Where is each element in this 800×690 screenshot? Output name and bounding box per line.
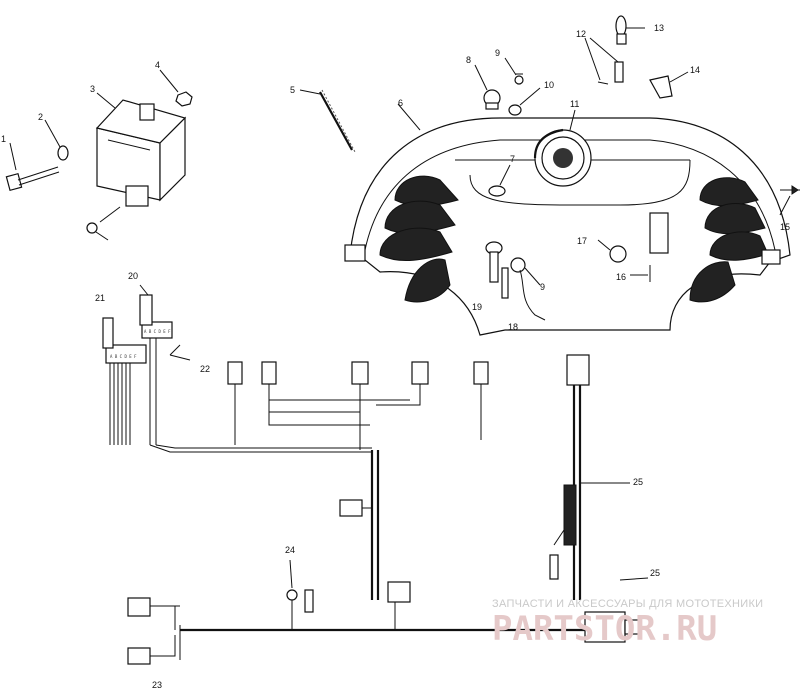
callout-14: 14 [690, 65, 700, 75]
watermark: ЗАПЧАСТИ И АКСЕССУАРЫ ДЛЯ МОТОТЕХНИКИ PA… [492, 598, 763, 649]
voltage-regulator-group [5, 69, 193, 241]
callout-20: 20 [128, 271, 138, 281]
callout-5: 5 [290, 85, 295, 95]
callout-10: 10 [544, 80, 554, 90]
callout-2: 2 [38, 112, 43, 122]
callout-16: 16 [616, 272, 626, 282]
callout-6: 6 [398, 98, 403, 108]
dash-switch-parts [474, 15, 800, 321]
dash-pod-housing [344, 103, 791, 336]
ring-terminal [86, 206, 121, 241]
bolt-part [5, 166, 60, 192]
callout-15: 15 [780, 222, 790, 232]
callout-22: 22 [200, 364, 210, 374]
callout-labels: 1 2 3 4 5 6 7 8 9 9 10 11 12 13 14 15 16… [1, 23, 790, 690]
cable-tie-part [299, 89, 356, 153]
callout-13: 13 [654, 23, 664, 33]
callout-7: 7 [510, 154, 515, 164]
connector-pin-labels: A B C D E F [110, 354, 137, 359]
wiring-harness: A B C D E F A B C D E F [102, 284, 649, 665]
callout-21: 21 [95, 293, 105, 303]
switch-pin-labels: A B C D E F [144, 329, 171, 334]
regulator-body [95, 99, 187, 207]
nut-part [175, 91, 193, 107]
callout-1: 1 [1, 134, 6, 144]
callout-25-lower: 25 [650, 568, 660, 578]
callout-25-upper: 25 [633, 477, 643, 487]
callout-17: 17 [577, 236, 587, 246]
watermark-logo: PARTSTOR.RU [492, 609, 717, 649]
callout-8: 8 [466, 55, 471, 65]
callout-4: 4 [155, 60, 160, 70]
callout-3: 3 [90, 84, 95, 94]
speedometer-gauge [533, 109, 592, 187]
callout-12: 12 [576, 29, 586, 39]
washer-part [57, 145, 69, 161]
callout-23: 23 [152, 680, 162, 690]
callout-9-bottom: 9 [540, 282, 545, 292]
callout-19: 19 [472, 302, 482, 312]
callout-11: 11 [570, 99, 579, 109]
callout-9-top: 9 [495, 48, 500, 58]
callout-24: 24 [285, 545, 295, 555]
callout-18: 18 [508, 322, 518, 332]
watermark-caption: ЗАПЧАСТИ И АКСЕССУАРЫ ДЛЯ МОТОТЕХНИКИ [492, 598, 763, 610]
